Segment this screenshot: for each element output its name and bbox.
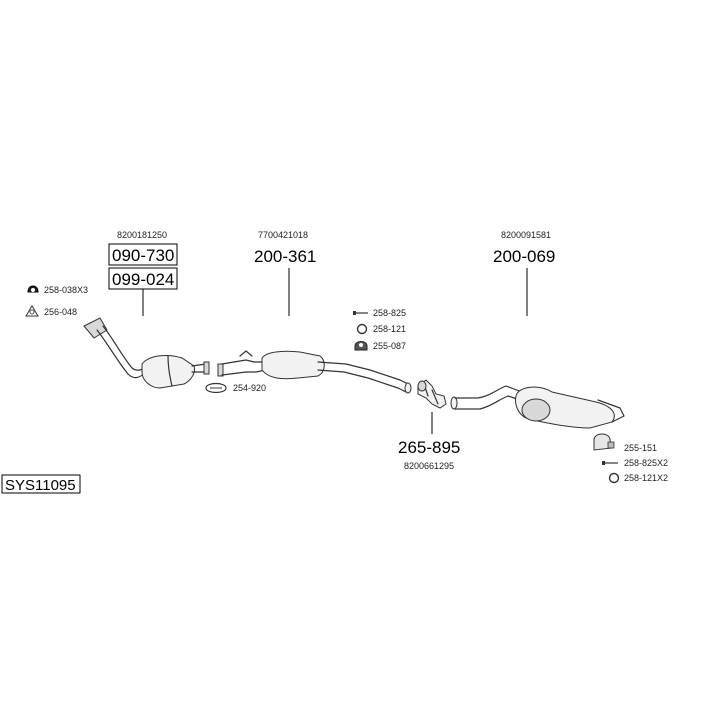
accessory-code: 256-048 [44, 307, 77, 317]
accessory-256-048[interactable]: 256-048 [25, 305, 77, 317]
bolt-icon [602, 461, 618, 465]
accessory-code: 258-038X3 [44, 285, 88, 295]
accessory-code: 258-825 [373, 308, 406, 318]
triangular-gasket-icon [25, 305, 39, 317]
clamp-icon [354, 341, 368, 351]
flange-clamp-icon [205, 382, 227, 394]
accessory-258-121x2[interactable]: 258-121X2 [608, 472, 669, 484]
oem-number-connection-pipe: 8200661295 [404, 461, 454, 471]
part-number-265-895[interactable]: 265-895 [398, 438, 460, 457]
part-number-090-730: 090-730 [112, 246, 174, 265]
accessory-258-825x2[interactable]: 258-825X2 [602, 458, 668, 468]
oem-number-rear-silencer: 8200091581 [501, 230, 551, 240]
oem-number-catalyst: 8200181250 [117, 230, 167, 240]
part-099-024-label[interactable]: 099-024 [108, 267, 178, 290]
catalytic-converter-part[interactable] [83, 317, 210, 389]
accessory-255-087[interactable]: 255-087 [354, 341, 406, 351]
connection-pipe-part[interactable] [417, 379, 447, 409]
part-number-200-069[interactable]: 200-069 [493, 247, 555, 266]
system-code: SYS11095 [5, 477, 76, 494]
accessory-258-825[interactable]: 258-825 [353, 308, 406, 318]
ring-gasket-icon [356, 323, 368, 335]
accessory-255-151[interactable]: 255-151 [593, 433, 657, 453]
bolt-icon [353, 311, 368, 315]
oem-number-front-silencer: 7700421018 [258, 230, 308, 240]
part-number-200-361[interactable]: 200-361 [254, 247, 316, 266]
accessory-code: 258-825X2 [624, 458, 668, 468]
part-number-099-024: 099-024 [112, 270, 174, 289]
rear-silencer-part[interactable] [450, 385, 625, 429]
clamp-icon [593, 433, 615, 451]
accessory-code: 258-121X2 [624, 473, 668, 483]
front-silencer-part[interactable] [217, 350, 412, 394]
system-code-box: SYS11095 [1, 474, 81, 494]
ring-gasket-icon [608, 472, 620, 484]
accessory-code: 255-151 [624, 443, 657, 453]
accessory-258-121[interactable]: 258-121 [356, 323, 407, 335]
accessory-code: 254-920 [233, 383, 266, 393]
accessory-258-038x3[interactable]: 258-038X3 [27, 285, 88, 295]
part-090-730-label[interactable]: 090-730 [108, 243, 178, 266]
accessory-code: 255-087 [373, 341, 406, 351]
accessory-254-920[interactable]: 254-920 [205, 382, 266, 394]
rubber-hanger-icon [27, 285, 39, 293]
accessory-code: 258-121 [373, 324, 406, 334]
